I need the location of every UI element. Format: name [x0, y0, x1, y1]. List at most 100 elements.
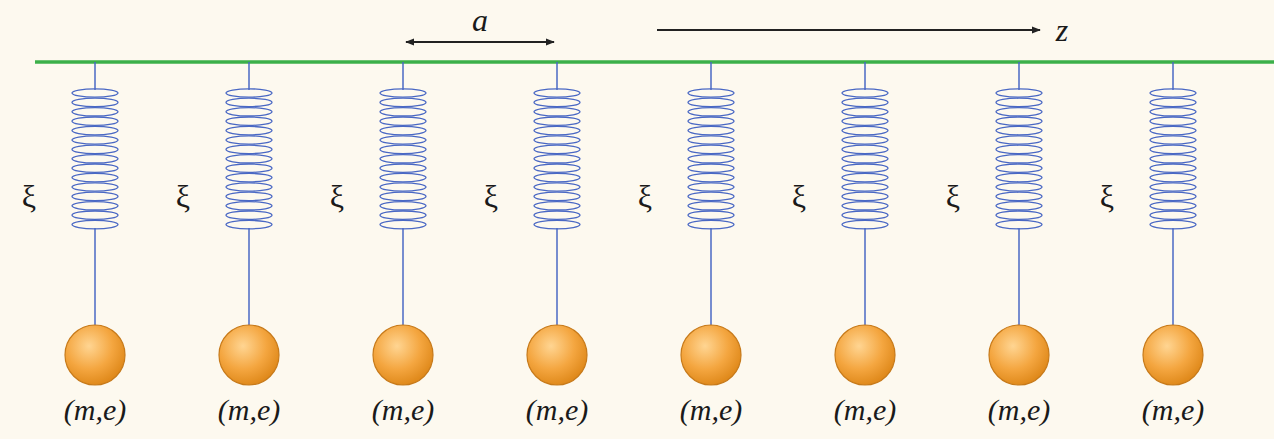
spring-wire — [556, 62, 558, 90]
coil-turn — [996, 192, 1042, 200]
coil-turn — [688, 155, 734, 163]
coil-turn — [688, 183, 734, 191]
coil-turn — [72, 220, 118, 228]
coil-turn — [1150, 220, 1196, 228]
coil-turn — [380, 202, 426, 210]
coil-turn — [842, 89, 888, 97]
coil-turn — [688, 89, 734, 97]
coil-turn — [842, 202, 888, 210]
charged-mass — [527, 325, 587, 385]
coil-turn — [226, 98, 272, 106]
coil-turn — [534, 202, 580, 210]
coil-turn — [842, 155, 888, 163]
coil-turn — [226, 164, 272, 172]
coil-turn — [688, 108, 734, 116]
coil-turn — [688, 220, 734, 228]
support-rod — [35, 60, 1274, 64]
coil-turn — [380, 155, 426, 163]
coil-turn — [72, 108, 118, 116]
coil-turn — [380, 192, 426, 200]
coil-turn — [996, 220, 1042, 228]
spring-wire — [1018, 62, 1020, 90]
coil-turn — [226, 126, 272, 134]
spring-wire — [710, 228, 712, 326]
spring-mass — [219, 62, 279, 385]
coil-turn — [380, 136, 426, 144]
coil-turn — [72, 117, 118, 125]
coil-turn — [226, 211, 272, 219]
springs — [65, 62, 1203, 385]
axis-arrow — [657, 29, 1040, 31]
spring-mass — [1143, 62, 1203, 385]
coil-turn — [996, 183, 1042, 191]
coil-turn — [226, 117, 272, 125]
spring-mass — [989, 62, 1049, 385]
coil-turn — [842, 173, 888, 181]
spring-constant-label: ξ — [176, 180, 190, 212]
coil-turn — [1150, 202, 1196, 210]
coil-turn — [842, 126, 888, 134]
charged-mass — [681, 325, 741, 385]
coil-turn — [842, 145, 888, 153]
mass-charge-label: (m,e) — [988, 395, 1050, 425]
spring-constant-label: ξ — [22, 180, 36, 212]
coil-turn — [842, 192, 888, 200]
mass-charge-label: (m,e) — [834, 395, 896, 425]
coil-turn — [1150, 183, 1196, 191]
coil-turn — [534, 192, 580, 200]
charged-mass — [835, 325, 895, 385]
coil-turn — [996, 108, 1042, 116]
coil-turn — [380, 211, 426, 219]
coil-turn — [688, 173, 734, 181]
spring-wire — [556, 228, 558, 326]
charged-mass — [219, 325, 279, 385]
coil-turn — [226, 108, 272, 116]
coil-turn — [688, 98, 734, 106]
coil-turn — [688, 126, 734, 134]
coil-turn — [534, 98, 580, 106]
charged-mass — [65, 325, 125, 385]
spacing-arrow — [406, 41, 554, 43]
spring-mass — [835, 62, 895, 385]
coil-turn — [688, 145, 734, 153]
coil-turn — [534, 89, 580, 97]
coil-turn — [996, 89, 1042, 97]
coil-turn — [226, 136, 272, 144]
coil-turn — [380, 183, 426, 191]
coil-turn — [380, 98, 426, 106]
spring-constant-label: ξ — [484, 180, 498, 212]
coil-turn — [996, 145, 1042, 153]
coil-turn — [380, 164, 426, 172]
coil-turn — [842, 183, 888, 191]
coil-turn — [1150, 173, 1196, 181]
coil-turn — [72, 164, 118, 172]
coil-turn — [688, 192, 734, 200]
spring-wire — [1172, 228, 1174, 326]
coil-turn — [996, 98, 1042, 106]
coil-turn — [380, 89, 426, 97]
charged-mass — [1143, 325, 1203, 385]
coil-turn — [1150, 211, 1196, 219]
coil-turn — [534, 117, 580, 125]
spring-wire — [402, 228, 404, 326]
coil-turn — [1150, 136, 1196, 144]
spring-wire — [864, 62, 866, 90]
spring-constant-label: ξ — [946, 180, 960, 212]
coil-turn — [226, 173, 272, 181]
coil-turn — [72, 183, 118, 191]
coil-turn — [842, 211, 888, 219]
spring-wire — [1172, 62, 1174, 90]
coil-turn — [996, 155, 1042, 163]
coil-turn — [1150, 155, 1196, 163]
coil-turn — [534, 136, 580, 144]
spring-wire — [248, 228, 250, 326]
coil-turn — [534, 211, 580, 219]
coil-turn — [72, 211, 118, 219]
coil-turn — [534, 183, 580, 191]
coil-turn — [996, 136, 1042, 144]
coil-turn — [380, 173, 426, 181]
coil-turn — [534, 108, 580, 116]
spring-wire — [864, 228, 866, 326]
coil-turn — [688, 136, 734, 144]
